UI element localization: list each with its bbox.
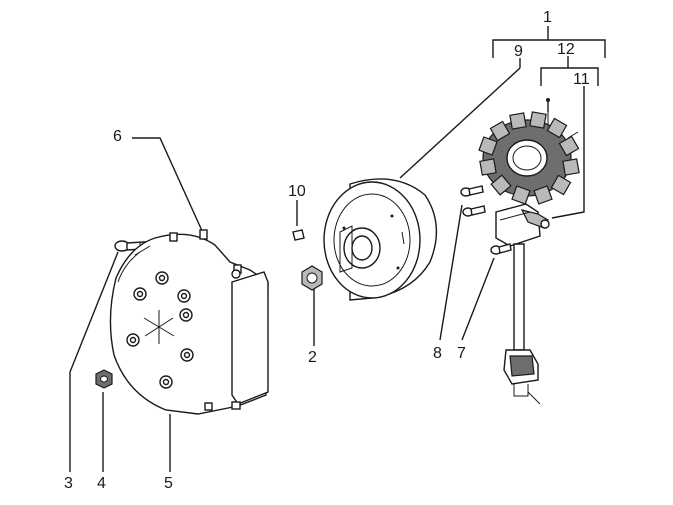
- callout-labels: 1 9 12 11 6 10 2 8 7 3 4 5: [64, 9, 590, 492]
- callout-7: 7: [457, 345, 466, 362]
- cover-part-5: [109, 229, 269, 415]
- screw-part-7: [490, 243, 512, 255]
- callout-3: 3: [64, 475, 73, 492]
- pickup-part-11: [495, 203, 550, 405]
- callout-9: 9: [514, 43, 523, 60]
- callout-11: 11: [573, 71, 590, 88]
- callout-4: 4: [97, 475, 106, 492]
- callout-5: 5: [164, 475, 173, 492]
- callout-8: 8: [433, 345, 442, 362]
- flywheel-nut-part-2: [301, 265, 323, 291]
- leader-lines: [69, 26, 606, 472]
- callout-10: 10: [288, 183, 306, 200]
- cover-bolt-bosses: [126, 269, 241, 389]
- stator-coils: [478, 111, 580, 205]
- callout-1: 1: [543, 9, 552, 26]
- key-part-10: [292, 229, 305, 241]
- screws-part-8: [460, 185, 486, 217]
- callout-6: 6: [113, 128, 122, 145]
- stator-part-12: [478, 111, 580, 205]
- callout-12: 12: [557, 41, 575, 58]
- flywheel-part-9: [323, 178, 438, 301]
- nut-part-4: [95, 369, 113, 389]
- callout-2: 2: [308, 349, 317, 366]
